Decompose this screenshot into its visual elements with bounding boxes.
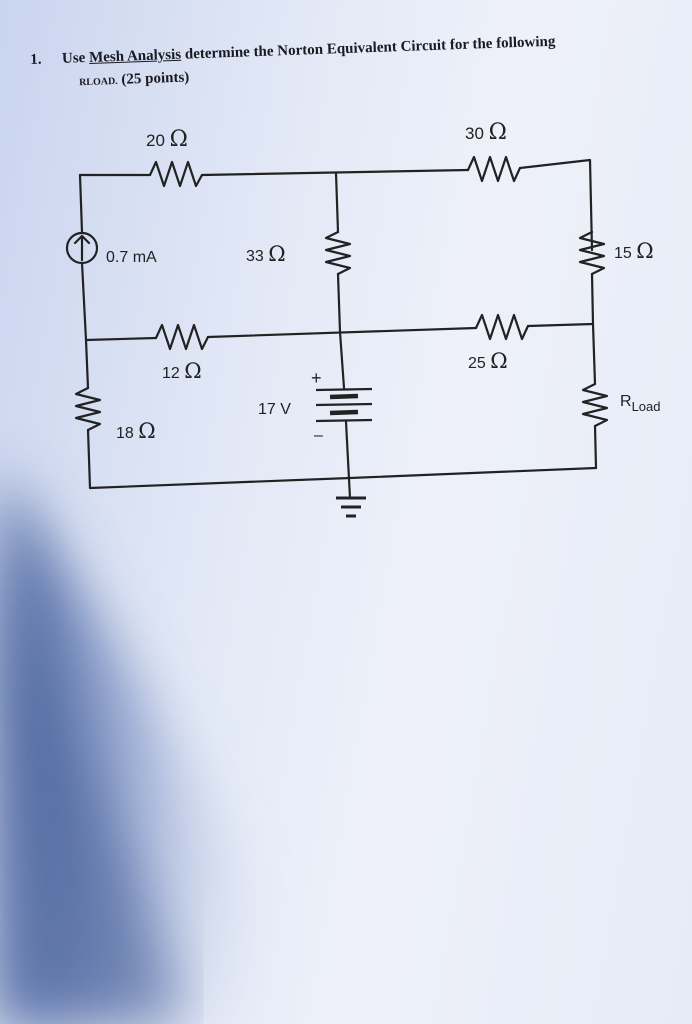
label-r15: 15 Ω (614, 239, 654, 263)
label-r33: 33 Ω (246, 242, 286, 266)
resistor-30 (466, 155, 522, 183)
wire-top-right (518, 158, 594, 252)
wire-center-top (334, 171, 340, 234)
battery-plate-5 (315, 418, 373, 423)
label-polarity-plus: + (311, 368, 322, 388)
wire-left-upper (78, 173, 84, 234)
resistor-load (581, 382, 609, 428)
wire-center-mid (336, 272, 342, 334)
label-rload: RLoad (620, 393, 660, 414)
label-current-source: 0.7 mA (106, 249, 157, 266)
wire-battery-bottom (344, 420, 352, 500)
resistor-25 (474, 313, 530, 341)
label-r30: 30 Ω (465, 120, 507, 145)
wire-middle-left (84, 336, 158, 342)
label-polarity-minus: – (314, 427, 323, 444)
resistor-20 (148, 160, 204, 188)
label-r25: 25 Ω (468, 349, 508, 373)
wire-right-bottom (593, 424, 598, 470)
label-r20: 20 Ω (146, 127, 188, 152)
wire-left-lower (84, 338, 90, 390)
battery-plate-2 (329, 393, 359, 400)
wire-right-lower (591, 322, 597, 386)
resistor-33 (324, 230, 352, 276)
resistor-15 (578, 230, 606, 276)
wire-top-middle (200, 168, 470, 177)
resistor-18 (74, 386, 102, 432)
wire-battery-top (338, 330, 346, 390)
wire-middle-center (206, 326, 478, 339)
wire-left-middle (80, 261, 88, 342)
battery-plate-1 (315, 387, 373, 392)
wire-bottom (88, 466, 598, 490)
label-r12: 12 Ω (162, 359, 202, 383)
battery-plate-3 (315, 402, 373, 407)
label-voltage-source: 17 V (258, 401, 291, 418)
ground-icon (336, 496, 366, 518)
wire-middle-right (526, 322, 595, 328)
wire-left-bottom (86, 428, 92, 490)
battery-plate-4 (329, 409, 359, 416)
resistor-12 (154, 323, 210, 351)
wire-right-mid (590, 272, 595, 326)
label-r18: 18 Ω (116, 419, 156, 443)
current-arrow-icon (73, 234, 91, 262)
